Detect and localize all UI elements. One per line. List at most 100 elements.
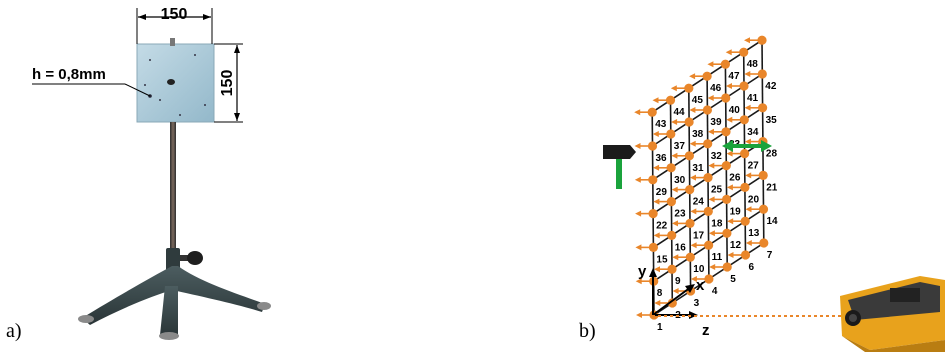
- panel-b-label: b): [579, 320, 596, 342]
- point-label: 18: [711, 218, 723, 229]
- point-label: 40: [729, 105, 741, 116]
- point-label: 46: [710, 83, 722, 94]
- point-label: 28: [766, 149, 778, 160]
- measurement-point: [702, 105, 712, 115]
- measurement-point: [758, 170, 768, 180]
- measurement-arrowhead: [744, 138, 751, 145]
- measurement-point: [667, 230, 677, 240]
- point-label: 39: [710, 117, 722, 128]
- measurement-arrowhead: [726, 83, 732, 89]
- measurement-arrowhead: [707, 95, 714, 101]
- point-label: 27: [748, 161, 760, 172]
- measurement-arrowhead: [636, 312, 642, 318]
- measurement-point: [685, 218, 695, 228]
- measurement-point: [759, 238, 769, 248]
- point-label: 41: [747, 93, 759, 104]
- point-label: 48: [747, 59, 759, 70]
- measurement-arrowhead: [708, 196, 715, 203]
- measurement-point: [685, 252, 695, 262]
- measurement-point: [666, 197, 676, 207]
- point-label: 1: [657, 322, 663, 333]
- measurement-arrowhead: [708, 128, 714, 135]
- support-rod: [170, 122, 176, 252]
- measurement-arrowhead: [635, 210, 642, 217]
- point-labels: 1234567891011121314151617181920212223242…: [655, 59, 778, 333]
- thickness-label: h = 0,8mm: [32, 66, 106, 83]
- point-label: 20: [748, 194, 760, 205]
- measurement-point: [667, 298, 677, 308]
- measurement-point: [704, 240, 714, 250]
- point-label: 19: [730, 206, 742, 217]
- measurement-point: [647, 107, 657, 117]
- measurement-point: [758, 204, 769, 214]
- plate-stand-illustration: 150 150 h = 0,8mm: [32, 6, 271, 340]
- laser-vibrometer: [840, 276, 945, 352]
- measurement-arrowhead: [652, 97, 659, 104]
- point-label: 42: [765, 81, 777, 92]
- tripod-base: [82, 266, 265, 325]
- point-label: 23: [674, 209, 686, 220]
- measurement-arrowhead: [708, 162, 715, 169]
- measurement-arrowhead: [635, 244, 642, 251]
- measurement-point: [740, 250, 751, 260]
- measurement-arrowhead: [670, 85, 677, 92]
- measurement-arrowhead: [689, 107, 696, 113]
- excitation-arrow: [722, 140, 772, 152]
- measurement-arrowhead: [634, 109, 641, 116]
- measurement-arrowhead: [653, 164, 660, 171]
- point-label: 30: [674, 175, 686, 186]
- point-label: 24: [693, 197, 705, 208]
- measurement-arrowhead: [689, 73, 696, 80]
- point-label: 3: [694, 298, 700, 309]
- measurement-point: [667, 264, 677, 274]
- measurement-point: [721, 127, 731, 137]
- point-label: 45: [692, 95, 704, 106]
- impact-hammer: [603, 145, 636, 189]
- point-label: 13: [748, 228, 760, 239]
- height-dimension-label: 150: [219, 70, 236, 97]
- measurement-arrowhead: [654, 300, 661, 306]
- measurement-point: [684, 151, 694, 161]
- accelerometer: [167, 79, 175, 85]
- measurement-arrowhead: [653, 198, 660, 205]
- measurement-arrowhead: [672, 288, 679, 294]
- top-bolt: [170, 38, 175, 46]
- measurement-point: [666, 129, 676, 139]
- measurement-arrowhead: [689, 140, 696, 147]
- measurement-point: [648, 175, 658, 185]
- measurement-point: [722, 228, 732, 238]
- measurement-point: [722, 262, 732, 272]
- measurement-grid-diagram: 1234567891011121314151617181920212223242…: [603, 35, 945, 352]
- measurement-point: [702, 71, 712, 81]
- measurement-point: [721, 93, 731, 103]
- plate: [136, 43, 215, 123]
- measurement-arrowhead: [671, 152, 678, 159]
- point-label: 29: [656, 187, 668, 198]
- point-label: 26: [729, 173, 741, 184]
- measurement-arrowhead: [690, 174, 696, 181]
- point-label: 25: [711, 185, 723, 196]
- measurement-arrowhead: [709, 264, 716, 270]
- measurement-arrowhead: [707, 61, 714, 68]
- measurement-point: [647, 141, 658, 151]
- measurement-arrowhead: [745, 240, 752, 246]
- point-label: 37: [674, 141, 686, 152]
- measurement-point: [648, 209, 658, 219]
- measurement-point: [757, 35, 767, 45]
- measurement-arrowhead: [652, 131, 659, 137]
- measurement-point: [740, 149, 750, 159]
- measurement-arrowhead: [635, 278, 642, 285]
- point-label: 11: [712, 252, 723, 263]
- measurement-arrowhead: [672, 254, 679, 261]
- measurement-arrowhead: [634, 143, 641, 149]
- measurement-arrowhead: [726, 150, 733, 157]
- foot-right: [257, 302, 271, 310]
- panel-a-label: a): [6, 320, 22, 342]
- measurement-arrowhead: [726, 184, 733, 191]
- measurement-arrowhead: [727, 252, 734, 258]
- point-label: 32: [711, 151, 723, 162]
- panel-a: 150 150 h = 0,8mm a): [0, 0, 470, 352]
- measurement-point: [685, 185, 695, 195]
- measurement-point: [757, 69, 767, 79]
- measurement-arrowhead: [671, 186, 678, 193]
